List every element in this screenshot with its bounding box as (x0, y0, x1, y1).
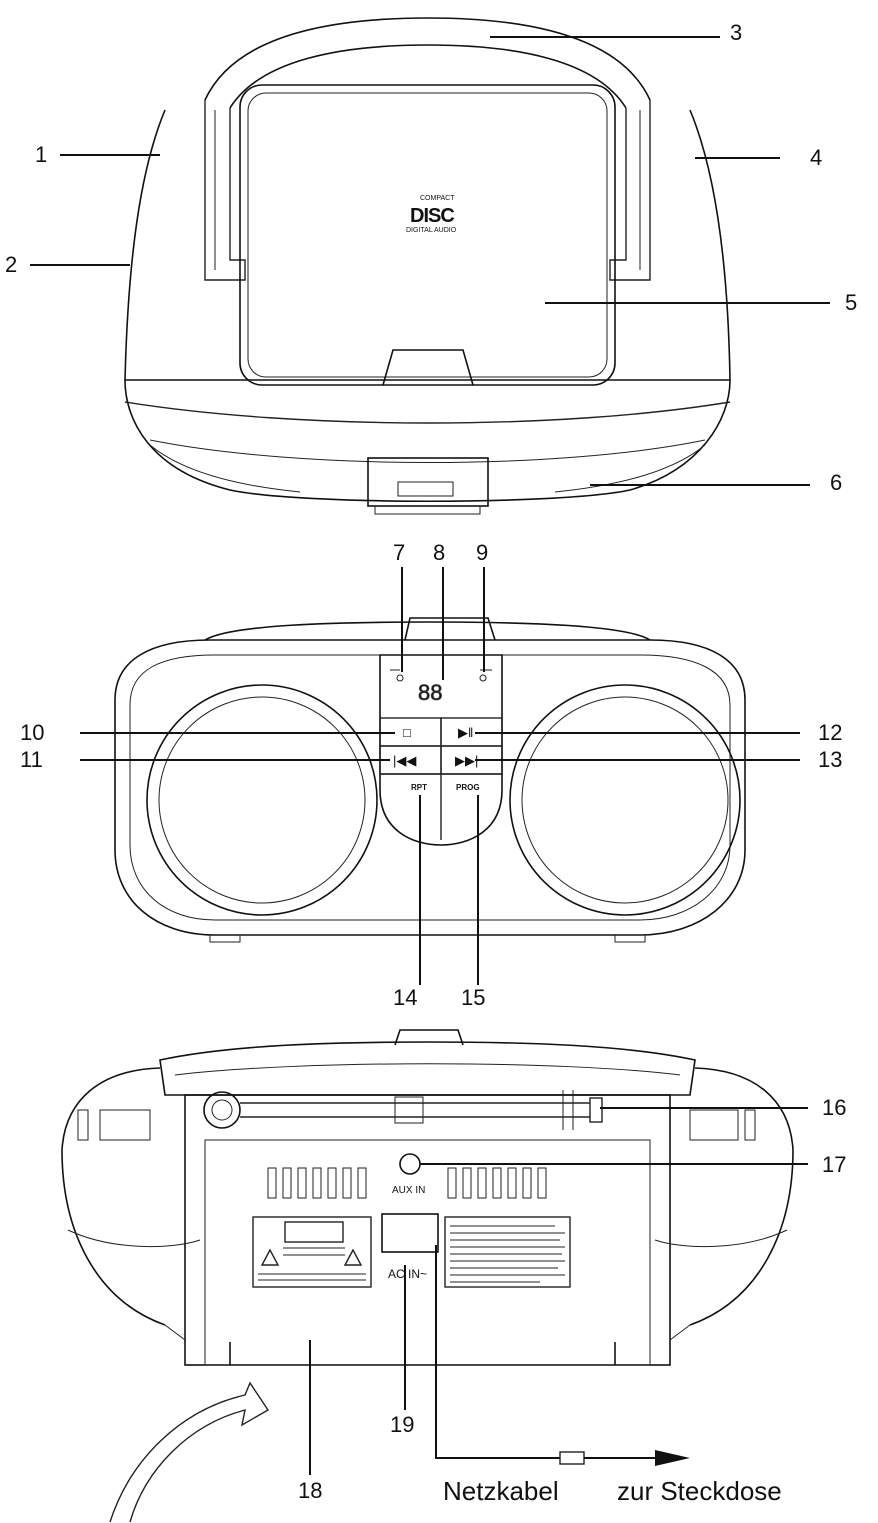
callout-11: 11 (20, 747, 43, 772)
callout-17: 17 (822, 1152, 846, 1177)
callout-3: 3 (730, 20, 742, 45)
rpt-button: RPT (411, 783, 427, 792)
callout-13: 13 (818, 747, 842, 772)
callout-1: 1 (35, 142, 47, 167)
callout-8: 8 (433, 540, 445, 565)
callout-16: 16 (822, 1095, 846, 1120)
top-view: COMPACT DISC DIGITAL AUDIO 1 2 3 4 5 6 (5, 17, 857, 515)
callout-10: 10 (20, 720, 44, 745)
disc-logo: COMPACT DISC DIGITAL AUDIO (406, 195, 457, 234)
prev-button: |◀◀ (393, 753, 416, 768)
callout-18: 18 (298, 1478, 322, 1503)
caption-to-outlet: zur Steckdose (617, 1476, 782, 1506)
callout-6: 6 (830, 470, 842, 495)
front-view: 88 □ ▶ǁ |◀◀ ▶▶| RPT PROG 7 8 9 10 12 11 … (20, 540, 842, 1010)
display-digits: 88 (418, 680, 442, 705)
callout-9: 9 (476, 540, 488, 565)
callout-4: 4 (810, 145, 822, 170)
prog-button: PROG (456, 783, 480, 792)
caption-power-cable: Netzkabel (443, 1476, 559, 1506)
svg-text:DIGITAL AUDIO: DIGITAL AUDIO (406, 227, 457, 234)
stop-button: □ (403, 725, 411, 740)
ac-in-label: AC IN~ (388, 1267, 427, 1281)
callout-5: 5 (845, 290, 857, 315)
callout-7: 7 (393, 540, 405, 565)
callout-15: 15 (461, 985, 485, 1010)
caution-title: CAUTION (289, 1229, 335, 1240)
svg-text:COMPACT: COMPACT (420, 195, 455, 202)
callout-2: 2 (5, 252, 17, 277)
callout-12: 12 (818, 720, 842, 745)
aux-in-label: AUX IN (392, 1185, 425, 1196)
next-button: ▶▶| (455, 753, 478, 768)
callout-14: 14 (393, 985, 417, 1010)
rear-view: AUX IN CAUTION AC IN~ (61, 1029, 846, 1523)
svg-text:DISC: DISC (410, 205, 454, 227)
callout-19: 19 (390, 1412, 414, 1437)
play-pause-button: ▶ǁ (458, 725, 473, 740)
